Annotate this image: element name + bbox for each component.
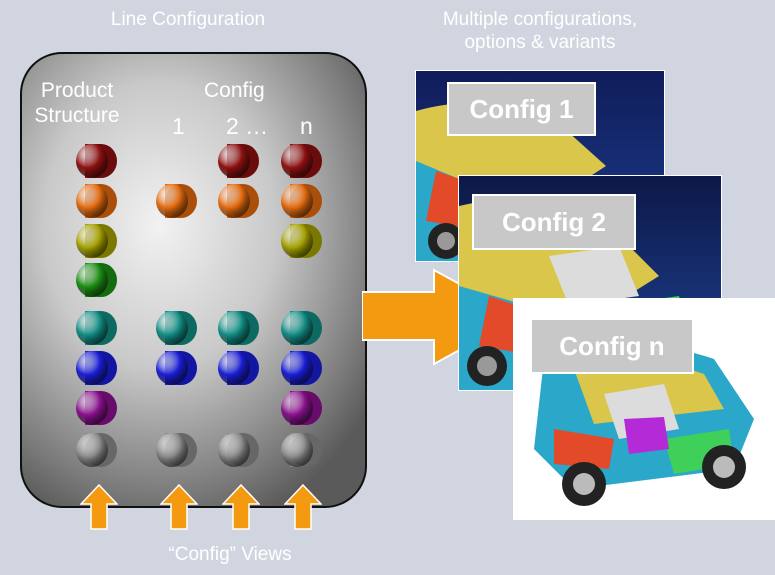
- cylinder-product-row-8: [76, 433, 117, 467]
- cylinder-product-row-2: [76, 184, 117, 218]
- cylinder-config-1-row-2: [156, 184, 197, 218]
- up-arrow-config-2: [222, 484, 260, 530]
- cylinder-config-n-row-6: [281, 351, 322, 385]
- multiple-configurations-title-line1: Multiple configurations,: [442, 9, 638, 30]
- multiple-configurations-title-line2: options & variants: [464, 32, 616, 53]
- config-column-1-label: 1: [172, 113, 185, 139]
- cylinder-product-row-5: [76, 311, 117, 345]
- cylinder-product-row-1: [76, 144, 117, 178]
- config-column-2-label: 2 …: [226, 113, 269, 139]
- config-1-tag: Config 1: [447, 82, 596, 136]
- cylinder-config-n-row-7: [281, 391, 322, 425]
- product-structure-label-line2: Structure: [34, 104, 120, 127]
- cylinder-product-row-7: [76, 391, 117, 425]
- config-2-tag: Config 2: [472, 194, 636, 250]
- cylinder-product-row-3: [76, 224, 117, 258]
- cylinder-product-row-6: [76, 351, 117, 385]
- cylinder-config-n-row-1: [281, 144, 322, 178]
- cylinder-config-1-row-6: [156, 351, 197, 385]
- cylinder-config-2-row-8: [218, 433, 259, 467]
- cylinder-config-1-row-8: [156, 433, 197, 467]
- cylinder-config-n-row-3: [281, 224, 322, 258]
- multiple-configurations-title: Multiple configurations, options & varia…: [395, 8, 685, 54]
- line-configuration-title: Line Configuration: [110, 9, 266, 30]
- cylinder-config-2-row-2: [218, 184, 259, 218]
- product-structure-label: Product Structure: [24, 78, 130, 128]
- config-views-caption: “Config” Views: [168, 544, 292, 565]
- config-label: Config: [204, 79, 265, 102]
- config-column-n-label: n: [300, 113, 313, 139]
- cylinder-config-n-row-5: [281, 311, 322, 345]
- config-n-tag: Config n: [530, 318, 694, 374]
- cylinder-product-row-4: [76, 263, 117, 297]
- cylinder-config-2-row-6: [218, 351, 259, 385]
- up-arrow-product: [80, 484, 118, 530]
- cylinder-config-n-row-2: [281, 184, 322, 218]
- cylinder-config-2-row-5: [218, 311, 259, 345]
- cylinder-config-n-row-8: [281, 433, 322, 467]
- up-arrow-config-1: [160, 484, 198, 530]
- cylinder-config-1-row-5: [156, 311, 197, 345]
- product-structure-label-line1: Product: [40, 79, 114, 102]
- cylinder-config-2-row-1: [218, 144, 259, 178]
- up-arrow-config-n: [284, 484, 322, 530]
